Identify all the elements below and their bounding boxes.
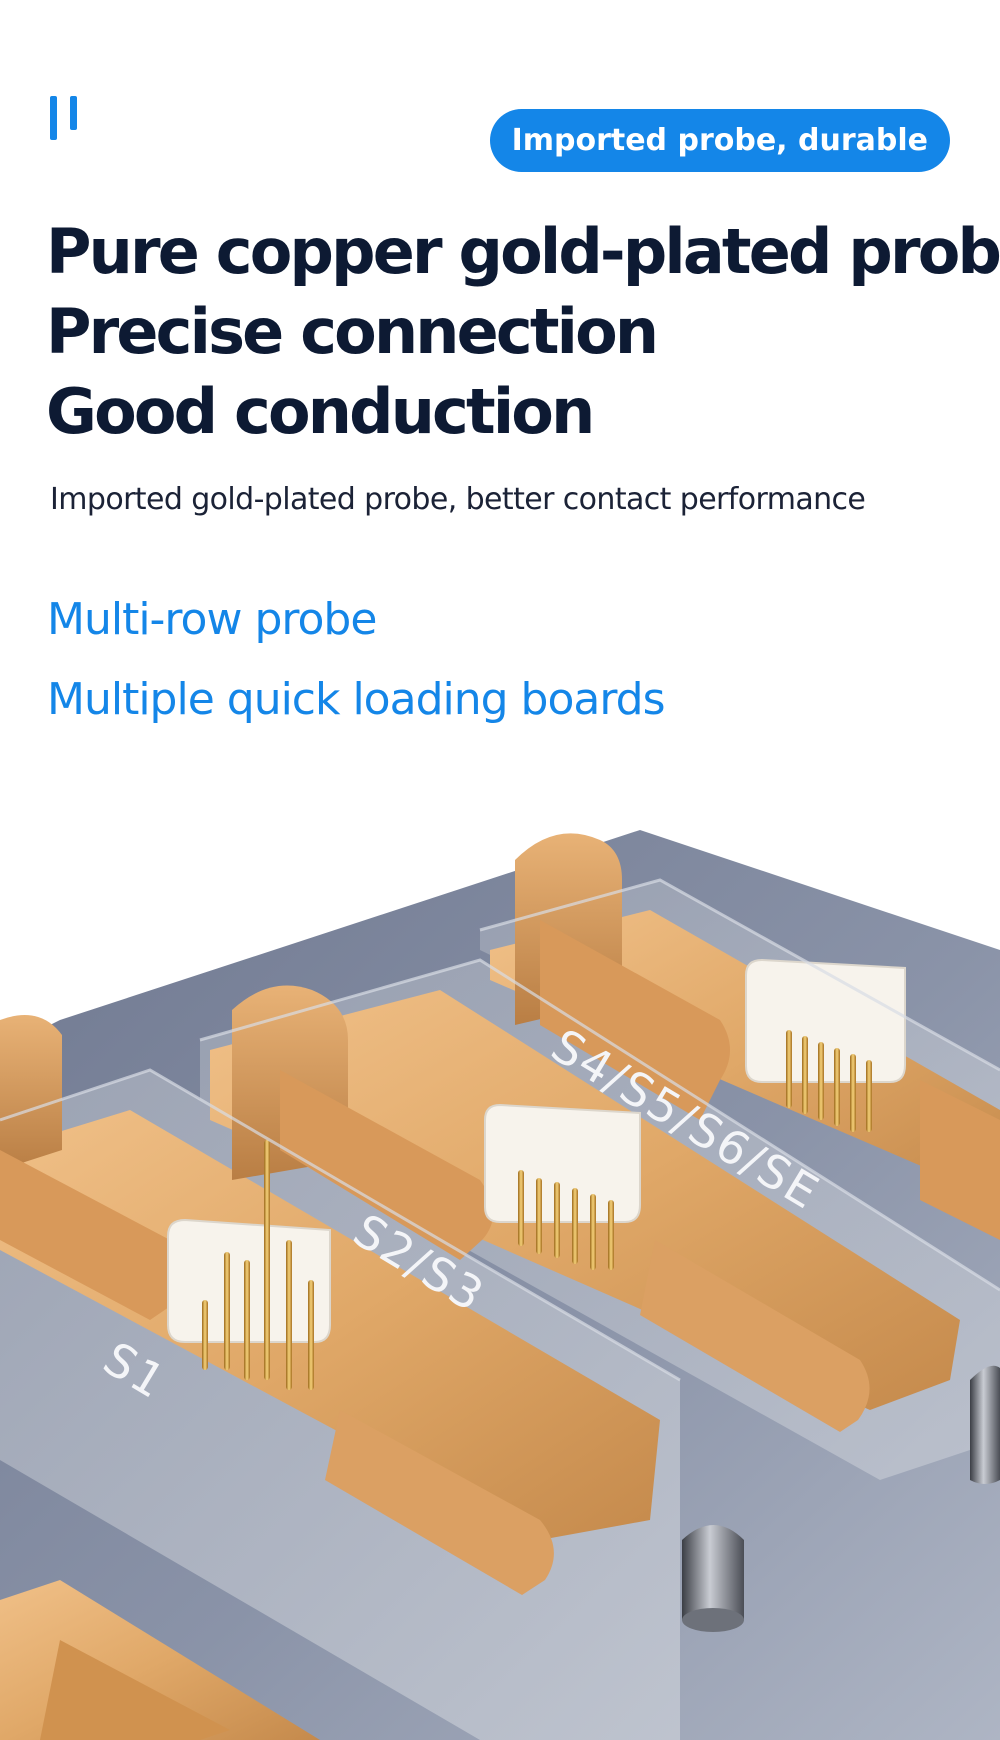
feature-multi-row: Multi-row probe	[47, 594, 377, 645]
subtitle: Imported gold-plated probe, better conta…	[50, 482, 866, 517]
feature-quick-boards: Multiple quick loading boards	[47, 674, 666, 725]
gold-probe-pins	[202, 1030, 872, 1390]
headline-line-2: Precise connection	[46, 295, 659, 368]
accent-bars-icon	[50, 96, 82, 140]
headline: Pure copper gold-plated probe Precise co…	[46, 212, 1000, 452]
probe-fixture-illustration: S4/S5/S6/SE S2/S3 S1	[0, 830, 1000, 1740]
copper-blocks	[0, 920, 1000, 1740]
headline-line-1: Pure copper gold-plated probe	[46, 215, 1000, 288]
feature-badge: Imported probe, durable	[489, 109, 950, 172]
steel-locating-pins	[682, 1365, 1000, 1632]
edge-highlights	[0, 878, 1000, 1382]
headline-line-3: Good conduction	[46, 375, 595, 448]
